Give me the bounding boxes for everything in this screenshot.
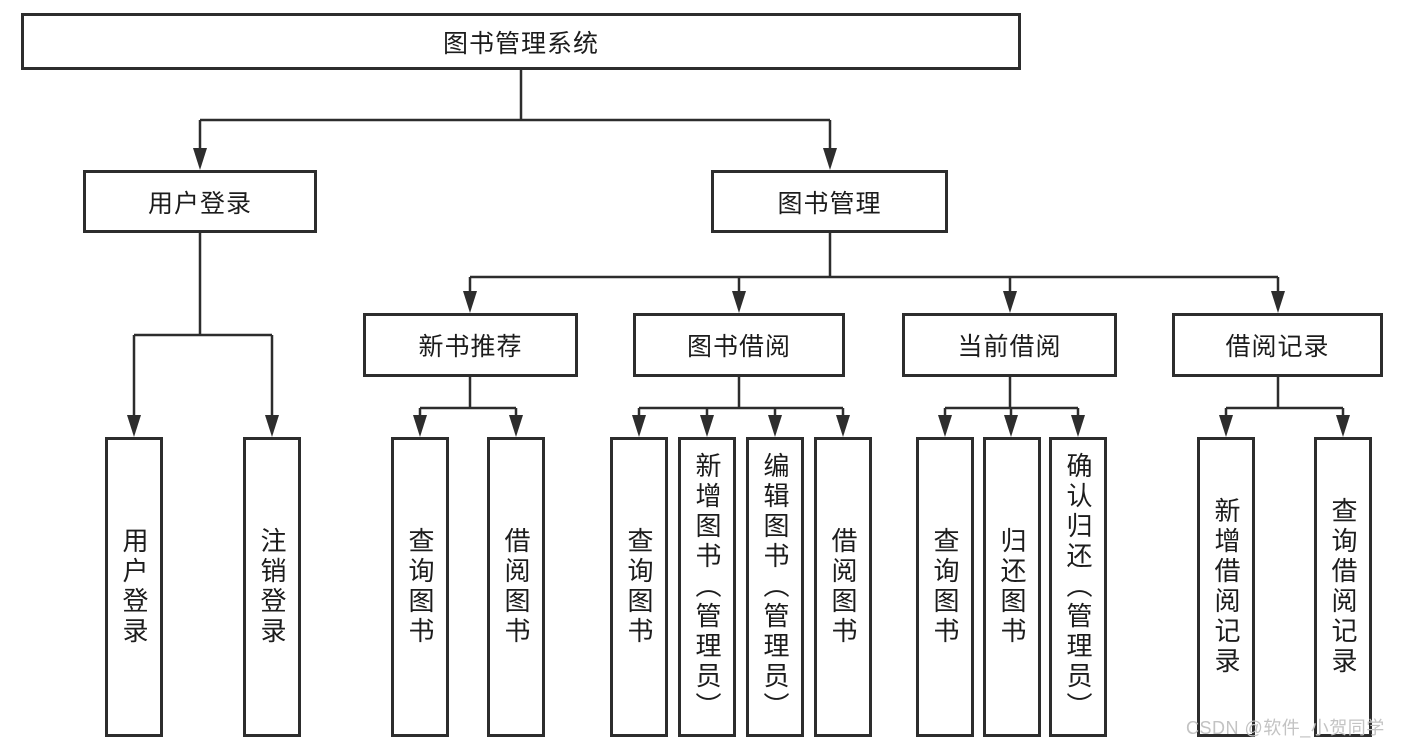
leaf-confirm-return-admin: 确认归还（管理员） <box>1049 437 1107 737</box>
node-book-borrowing: 图书借阅 <box>633 313 845 377</box>
leaf-label: 借阅图书 <box>501 527 531 647</box>
leaf-label: 注销登录 <box>257 527 287 647</box>
node-borrowing-records: 借阅记录 <box>1172 313 1383 377</box>
leaf-add-books-admin: 新增图书（管理员） <box>678 437 736 737</box>
leaf-label: 确认归还（管理员） <box>1063 452 1093 722</box>
leaf-user-login: 用户登录 <box>105 437 163 737</box>
leaf-label: 编辑图书（管理员） <box>760 452 790 722</box>
leaf-label: 查询图书 <box>930 527 960 647</box>
leaf-edit-books-admin: 编辑图书（管理员） <box>746 437 804 737</box>
node-user-login: 用户登录 <box>83 170 317 233</box>
leaf-label: 归还图书 <box>997 527 1027 647</box>
leaf-label: 借阅图书 <box>828 527 858 647</box>
leaf-add-borrow-record: 新增借阅记录 <box>1197 437 1255 737</box>
leaf-query-books-current: 查询图书 <box>916 437 974 737</box>
leaf-label: 用户登录 <box>119 527 149 647</box>
leaf-logout: 注销登录 <box>243 437 301 737</box>
leaf-label: 新增借阅记录 <box>1211 497 1241 677</box>
leaf-label: 查询图书 <box>405 527 435 647</box>
node-book-management: 图书管理 <box>711 170 948 233</box>
leaf-query-borrow-record: 查询借阅记录 <box>1314 437 1372 737</box>
leaf-query-books-recommend: 查询图书 <box>391 437 449 737</box>
leaf-borrow-books-recommend: 借阅图书 <box>487 437 545 737</box>
leaf-borrow-books: 借阅图书 <box>814 437 872 737</box>
node-library-system: 图书管理系统 <box>21 13 1021 70</box>
leaf-query-books-borrow: 查询图书 <box>610 437 668 737</box>
leaf-label: 查询借阅记录 <box>1328 497 1358 677</box>
node-new-book-recommendation: 新书推荐 <box>363 313 578 377</box>
node-current-borrowing: 当前借阅 <box>902 313 1117 377</box>
leaf-label: 查询图书 <box>624 527 654 647</box>
leaf-return-books: 归还图书 <box>983 437 1041 737</box>
leaf-label: 新增图书（管理员） <box>692 452 722 722</box>
